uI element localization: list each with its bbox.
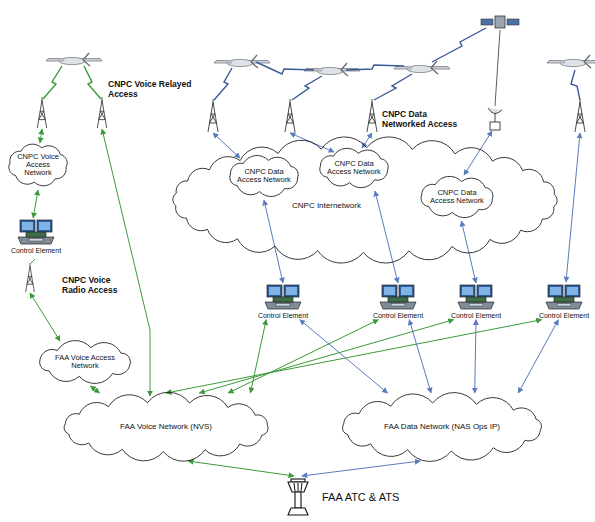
network-link (300, 320, 388, 393)
network-name: FAA Voice Network (NVS) (120, 423, 212, 432)
radio-tower (208, 99, 218, 132)
network-link (199, 320, 453, 393)
network-cloud: FAA Data Network (NAS Ops IP) (333, 393, 551, 461)
uav (394, 61, 450, 74)
satellite (481, 16, 519, 28)
access-line (30, 129, 580, 396)
uav (214, 55, 270, 68)
network-name: CNPC Data Access Network (425, 189, 490, 206)
network-name: CNPC Data Access Network (323, 160, 385, 177)
radio-tower (97, 97, 106, 128)
radio-link (43, 28, 580, 106)
network-cloud: CNPC Data Access Network (413, 173, 501, 221)
control-label: Control Element (8, 247, 64, 255)
network-name: FAA Voice Access Network (45, 354, 126, 371)
network-link (264, 200, 283, 283)
network-name: FAA Data Network (NAS Ops IP) (384, 423, 500, 432)
network-name: CNPC Data Access Network (233, 168, 295, 185)
uav (547, 55, 595, 68)
control-label: Control Element (255, 312, 311, 320)
facility-name: FAA ATC & ATS (322, 491, 399, 503)
network-link (33, 190, 38, 218)
console-icon (16, 218, 56, 245)
network-link (475, 320, 476, 393)
cloud-outline (165, 138, 565, 262)
network-link (188, 461, 294, 476)
console-icon (378, 283, 418, 310)
uav (46, 53, 102, 66)
console-icon (456, 283, 496, 310)
atc-tower-icon (286, 478, 310, 516)
network-link (250, 320, 266, 393)
network-link (91, 386, 100, 393)
radio-tower (285, 99, 295, 132)
network-name: CNPC Voice Access Network (12, 153, 65, 178)
control-element: Control Element (255, 283, 311, 320)
radio-tower (575, 99, 585, 132)
network-cloud: FAA Voice Network (NVS) (55, 393, 277, 461)
control-element: Control Element (370, 283, 426, 320)
network-link (375, 191, 398, 283)
control-element: Control Element (448, 283, 504, 320)
network-cloud: FAA Voice Access Network (30, 338, 140, 386)
network-name: CNPC Internetwork (292, 202, 361, 211)
control-label: Control Element (448, 312, 504, 320)
network-cloud: CNPC Internetwork CNPC Data Access Networ… (165, 138, 565, 262)
network-cloud: CNPC Data Access Network (222, 152, 306, 200)
control-element: Control Element (536, 283, 592, 320)
network-link (166, 320, 542, 393)
console-icon (263, 283, 303, 310)
access-label: CNPC Data Networked Access (382, 110, 470, 130)
radio-tower (37, 97, 46, 128)
access-label: CNPC Voice Radio Access (62, 276, 124, 296)
access-label: CNPC Voice Relayed Access (108, 80, 198, 100)
control-label: Control Element (536, 312, 592, 320)
network-link (302, 461, 420, 476)
network-link (518, 320, 558, 393)
console-icon (544, 283, 584, 310)
network-cloud: CNPC Voice Access Network (2, 140, 74, 190)
network-link (409, 320, 431, 393)
control-element: Control Element (8, 218, 64, 255)
satellite-dish (488, 108, 502, 130)
atc-facility: FAA ATC & ATS (286, 476, 399, 518)
network-cloud: CNPC Data Access Network (312, 145, 396, 191)
radio-tower (26, 263, 35, 292)
control-label: Control Element (370, 312, 426, 320)
radio-tower (367, 99, 377, 132)
